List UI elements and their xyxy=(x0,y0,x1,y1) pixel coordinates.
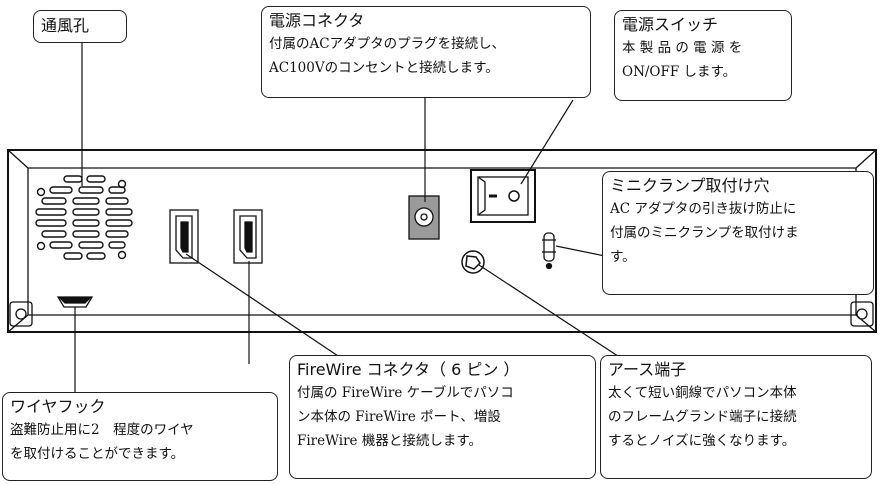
vent-holes xyxy=(35,175,133,260)
callout-ground: アース端子 太くて短い銅線でパソコン本体 のフレームグランド端子に接続 するとノ… xyxy=(600,355,872,479)
leader-lines xyxy=(74,43,628,392)
firewire-port-2 xyxy=(233,209,263,264)
callout-mini-clamp-line-3: す。 xyxy=(610,249,636,265)
wire-hook xyxy=(56,296,94,308)
callout-firewire: FireWire コネクタ（ 6 ピン ） 付属の FireWire ケーブルで… xyxy=(289,355,596,479)
callout-power-connector-line-2: AC100Vのコンセントと接続します。 xyxy=(269,60,499,76)
callout-power-switch-title: 電源スイッチ xyxy=(622,15,719,34)
power-jack xyxy=(408,195,440,240)
callout-mini-clamp-title: ミニクランプ取付け穴 xyxy=(610,176,770,195)
callout-ground-title: アース端子 xyxy=(608,360,687,379)
ground-terminal xyxy=(461,250,485,274)
firewire-port-1 xyxy=(169,209,199,264)
device-body xyxy=(7,149,877,333)
callout-wire-hook: ワイヤフック 盗難防止用に2 程度のワイヤ を取付けることができます。 xyxy=(2,392,278,481)
mini-clamp-hole xyxy=(542,232,556,270)
callout-firewire-line-2: ン本体の FireWire ポート、増設 xyxy=(297,409,501,425)
callout-power-switch: 電源スイッチ 本 製 品 の 電 源 を ON/OFF します。 xyxy=(614,10,792,101)
callout-firewire-line-3: FireWire 機器と接続します。 xyxy=(297,433,482,449)
callout-power-switch-line-2: ON/OFF します。 xyxy=(622,64,737,80)
power-switch xyxy=(470,169,536,223)
callout-firewire-title: FireWire コネクタ（ 6 ピン ） xyxy=(297,360,520,379)
callout-mini-clamp: ミニクランプ取付け穴 AC アダプタの引き抜け防止に 付属のミニクランプを取付け… xyxy=(602,171,874,295)
corner-screw-left xyxy=(9,301,33,327)
callout-ground-line-3: するとノイズに強くなります。 xyxy=(608,433,796,449)
callout-ground-line-2: のフレームグランド端子に接続 xyxy=(608,409,797,425)
callout-firewire-line-1: 付属の FireWire ケーブルでパソコ xyxy=(297,385,514,401)
callout-power-connector-title: 電源コネクタ xyxy=(269,11,365,30)
callout-power-switch-line-1: 本 製 品 の 電 源 を xyxy=(622,40,743,56)
callout-mini-clamp-line-2: 付属のミニクランプを取付けま xyxy=(610,225,799,241)
callout-wire-hook-line-1: 盗難防止用に2 程度のワイヤ xyxy=(10,422,194,438)
callout-vent-title: 通風孔 xyxy=(41,16,90,35)
callout-ground-line-1: 太くて短い銅線でパソコン本体 xyxy=(608,385,797,401)
callout-wire-hook-line-2: を取付けることができます。 xyxy=(10,446,185,462)
callout-mini-clamp-line-1: AC アダプタの引き抜け防止に xyxy=(610,201,797,217)
corner-screw-right xyxy=(850,301,874,327)
callout-power-connector-line-1: 付属のACアダプタのプラグを接続し、 xyxy=(269,36,506,52)
callout-wire-hook-title: ワイヤフック xyxy=(10,397,106,416)
callout-power-connector: 電源コネクタ 付属のACアダプタのプラグを接続し、 AC100Vのコンセントと接… xyxy=(261,6,591,98)
callout-vent: 通風孔 xyxy=(33,10,127,43)
